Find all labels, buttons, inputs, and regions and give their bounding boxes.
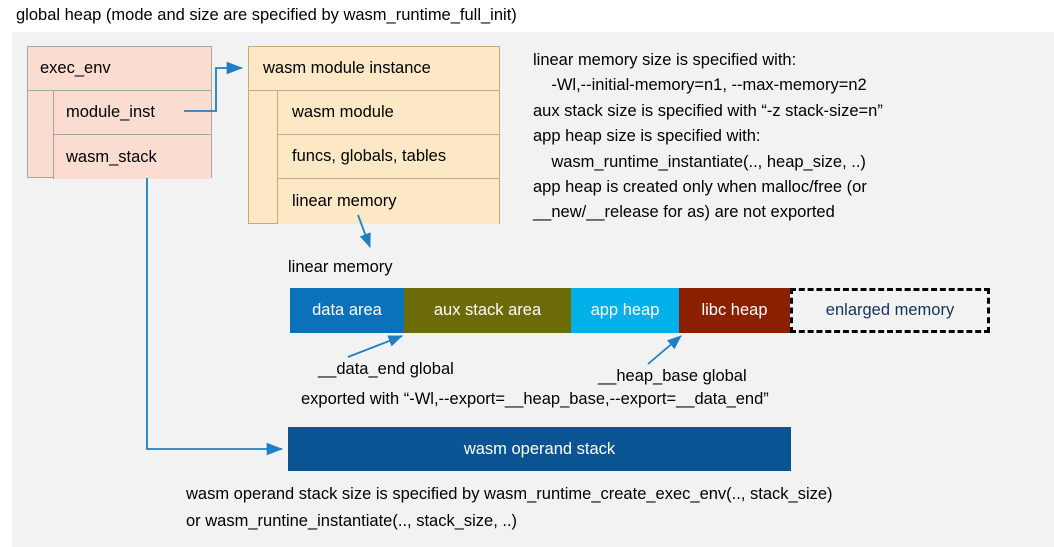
diagram-title: global heap (mode and size are specified… — [16, 6, 517, 24]
memory-segment-libc-heap: libc heap — [679, 288, 790, 333]
memory-segment-app-heap: app heap — [571, 288, 679, 333]
exec-env-row-module-inst: module_inst — [53, 91, 211, 135]
wasm-operand-stack-bar: wasm operand stack — [288, 427, 791, 471]
module-instance-row-funcs-globals-tables: funcs, globals, tables — [277, 135, 499, 179]
memory-segment-enlarged-memory: enlarged memory — [790, 288, 990, 333]
memory-segment-aux-stack-area: aux stack area — [404, 288, 571, 333]
heap-base-global-label: __heap_base global — [598, 367, 747, 385]
exported-with-label: exported with “-Wl,--export=__heap_base,… — [301, 390, 769, 408]
linear-memory-bar: data area aux stack area app heap libc h… — [290, 288, 990, 333]
exec-env-row-title: exec_env — [28, 47, 211, 91]
exec-env-row-wasm-stack: wasm_stack — [53, 135, 211, 179]
module-instance-row-title: wasm module instance — [249, 47, 499, 91]
module-instance-row-linear-memory: linear memory — [277, 179, 499, 224]
data-end-global-label: __data_end global — [318, 360, 454, 378]
exec-env-box: exec_env module_inst wasm_stack — [27, 46, 212, 179]
memory-segment-data-area: data area — [290, 288, 404, 333]
runtime-config-notes: linear memory size is specified with: -W… — [533, 51, 883, 222]
wasm-module-instance-box: wasm module instance wasm module funcs, … — [248, 46, 500, 224]
linear-memory-caption: linear memory — [288, 258, 393, 276]
module-instance-row-wasm-module: wasm module — [277, 91, 499, 135]
operand-stack-notes: wasm operand stack size is specified by … — [186, 485, 833, 530]
